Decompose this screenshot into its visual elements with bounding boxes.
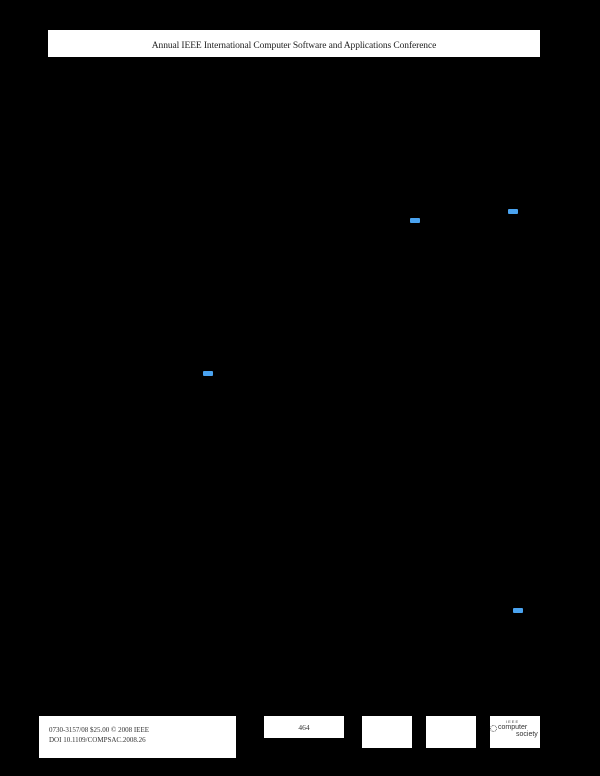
doi-text: DOI 10.1109/COMPSAC.2008.26 bbox=[49, 736, 146, 744]
annotation-link-2[interactable] bbox=[508, 209, 518, 214]
copyright-text: 0730-3157/08 $25.00 © 2008 IEEE bbox=[49, 726, 150, 734]
logo-ieee-text: IEEE bbox=[506, 719, 520, 724]
blank-footer-box-1 bbox=[362, 716, 412, 748]
conference-title: Annual IEEE International Computer Softw… bbox=[151, 40, 437, 51]
copyright-block: 0730-3157/08 $25.00 © 2008 IEEE DOI 10.1… bbox=[39, 716, 236, 758]
annotation-link-3[interactable] bbox=[203, 371, 213, 376]
computer-society-logo: IEEE computer society bbox=[490, 716, 540, 748]
gear-icon bbox=[490, 725, 497, 732]
page-number: 464 bbox=[298, 722, 310, 732]
logo-computer-text: computer bbox=[498, 724, 528, 731]
annotation-link-1[interactable] bbox=[410, 218, 420, 223]
running-header: Annual IEEE International Computer Softw… bbox=[48, 30, 540, 57]
annotation-link-4[interactable] bbox=[513, 608, 523, 613]
blank-footer-box-2 bbox=[426, 716, 476, 748]
logo-society-text: society bbox=[516, 731, 538, 738]
page-number-block: 464 bbox=[264, 716, 344, 738]
